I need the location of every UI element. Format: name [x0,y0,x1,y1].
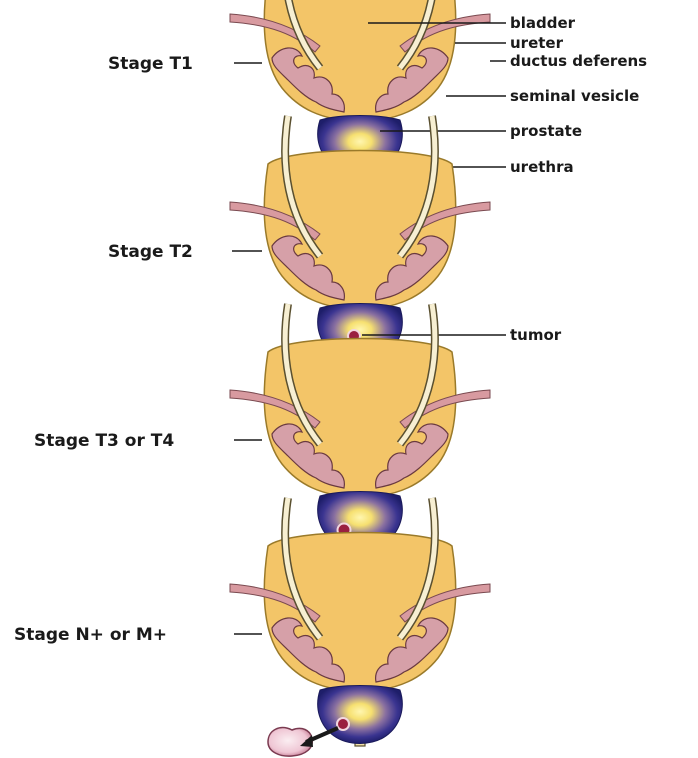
prostate-label: prostate [510,122,582,140]
stage-label: Stage T2 [108,242,193,262]
bladder-prostate-illustration [230,116,490,364]
seminal-vesicle-label: seminal vesicle [510,87,639,105]
tumor-label: tumor [510,326,562,344]
bladder-prostate-illustration [230,498,490,746]
stage-t3-t4-group: Stage T3 or T4 [34,304,490,552]
bladder-prostate-illustration [230,0,490,176]
stage-t2-group: Stage T2 tumor [108,116,562,364]
stage-label: Stage N+ or M+ [14,625,167,645]
stage-label: Stage T1 [108,54,193,74]
bladder-prostate-illustration [230,304,490,552]
stage-n-m-group: Stage N+ or M+ [14,498,490,756]
stage-label: Stage T3 or T4 [34,431,174,451]
stage-t1-group: Stage T1 bladder ureter ductus deferens … [108,0,647,176]
ureter-label: ureter [510,34,564,52]
bladder-label: bladder [510,14,576,32]
urethra-label: urethra [510,158,574,176]
tumor-marker [337,718,349,730]
ductus-deferens-label: ductus deferens [510,52,647,70]
